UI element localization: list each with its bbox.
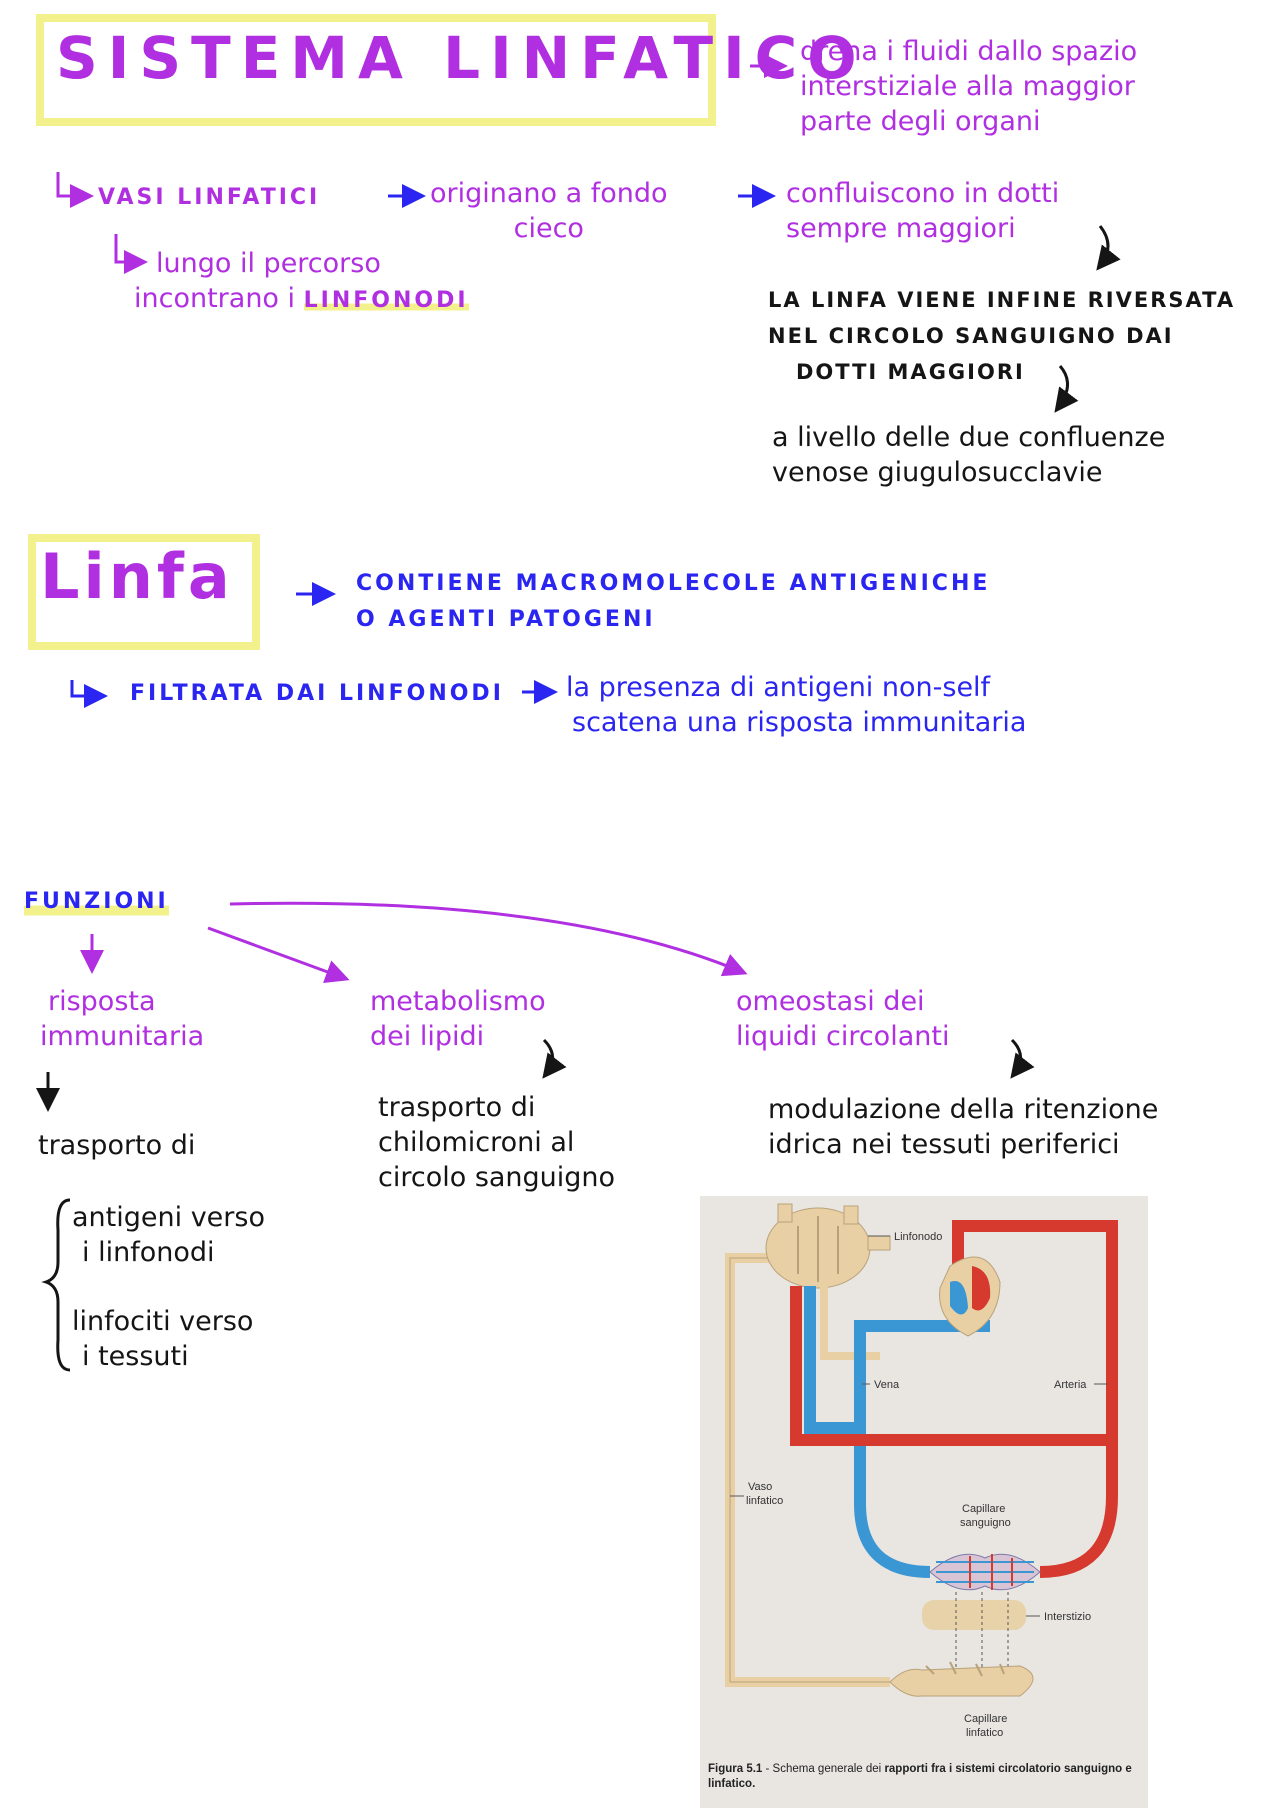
- filtered-bullet-arrow: [70, 680, 108, 708]
- label-vaso-linfatico-2: linfatico: [746, 1495, 783, 1507]
- homeostasis-detail: modulazione della ritenzione idrica nei …: [768, 1094, 1159, 1160]
- label-vaso-linfatico-1: Vaso: [748, 1481, 772, 1493]
- homeostasis-title: omeostasi dei liquidi circolanti: [736, 986, 950, 1052]
- curly-brace: [41, 1198, 71, 1372]
- heart-shape: [939, 1256, 1001, 1337]
- linfa-title: Linfa: [40, 540, 234, 613]
- immune-item-linfociti: linfociti verso i tessuti: [72, 1306, 254, 1372]
- linfa-contains: CONTIENE MACROMOLECOLE ANTIGENICHE O AGE…: [356, 571, 991, 632]
- label-linfonodo: Linfonodo: [894, 1231, 942, 1243]
- homeostasis-down-arrow: [1010, 1038, 1035, 1079]
- interstitium-shape: [922, 1600, 1026, 1630]
- figure-caption: Figura 5.1 - Schema generale dei rapport…: [708, 1763, 1132, 1790]
- vasi-label: VASI LINFATICI: [98, 185, 321, 210]
- vasi-path: lungo il percorso incontrano i LINFONODI: [134, 248, 469, 314]
- vasi-outflow: LA LINFA VIENE INFINE RIVERSATA NEL CIRC…: [768, 288, 1236, 384]
- label-capillare-sanguigno-2: sanguigno: [960, 1517, 1011, 1529]
- vasi-origin: originano a fondo cieco: [430, 178, 668, 244]
- linfa-response: la presenza di antigeni non-self scatena…: [566, 672, 1027, 738]
- blood-capillary-bed: [929, 1553, 1041, 1591]
- label-arteria: Arteria: [1054, 1379, 1087, 1391]
- label-capillare-sanguigno-1: Capillare: [962, 1503, 1005, 1515]
- lymph-capillary-shape: [889, 1665, 1034, 1697]
- circulation-figure: Linfonodo Vena Arteria Vaso linfatico Ca…: [700, 1196, 1148, 1808]
- page-title: SISTEMA LINFATICO: [56, 24, 867, 92]
- immune-transport: trasporto di: [38, 1130, 196, 1161]
- lymph-node-shape: [765, 1203, 891, 1289]
- funzioni-arrow-homeostasis: [229, 901, 748, 977]
- vasi-location: a livello delle due confluenze venose gi…: [772, 422, 1166, 488]
- lipids-down-arrow: [542, 1038, 567, 1079]
- confluence-down-arrow: [1096, 225, 1121, 271]
- vasi-bullet-arrow: [56, 172, 94, 208]
- label-interstizio: Interstizio: [1044, 1611, 1091, 1623]
- figure-background: [700, 1196, 1148, 1808]
- label-capillare-linfatico-1: Capillare: [964, 1713, 1007, 1725]
- vasi-confluence: confluiscono in dotti sempre maggiori: [786, 178, 1060, 244]
- immune-title: risposta immunitaria: [40, 986, 205, 1052]
- path-bullet-arrow: [114, 234, 148, 274]
- linfa-filtered: FILTRATA DAI LINFONODI: [130, 681, 504, 706]
- lipids-title: metabolismo dei lipidi: [370, 986, 546, 1052]
- label-capillare-linfatico-2: linfatico: [966, 1727, 1003, 1739]
- artery-vessel: [790, 1286, 1118, 1446]
- outflow-down-arrow: [1054, 365, 1079, 413]
- label-vena: Vena: [874, 1379, 900, 1391]
- linfa-highlight-box: [28, 534, 260, 650]
- lipids-detail: trasporto di chilomicroni al circolo san…: [378, 1092, 616, 1193]
- funzioni-arrow-lipids: [207, 926, 350, 984]
- title-highlight-box: [36, 14, 716, 126]
- title-note: drena i fluidi dallo spazio interstizial…: [800, 36, 1138, 137]
- immune-item-antigeni: antigeni verso i linfonodi: [72, 1202, 265, 1268]
- funzioni-title: FUNZIONI: [24, 884, 169, 919]
